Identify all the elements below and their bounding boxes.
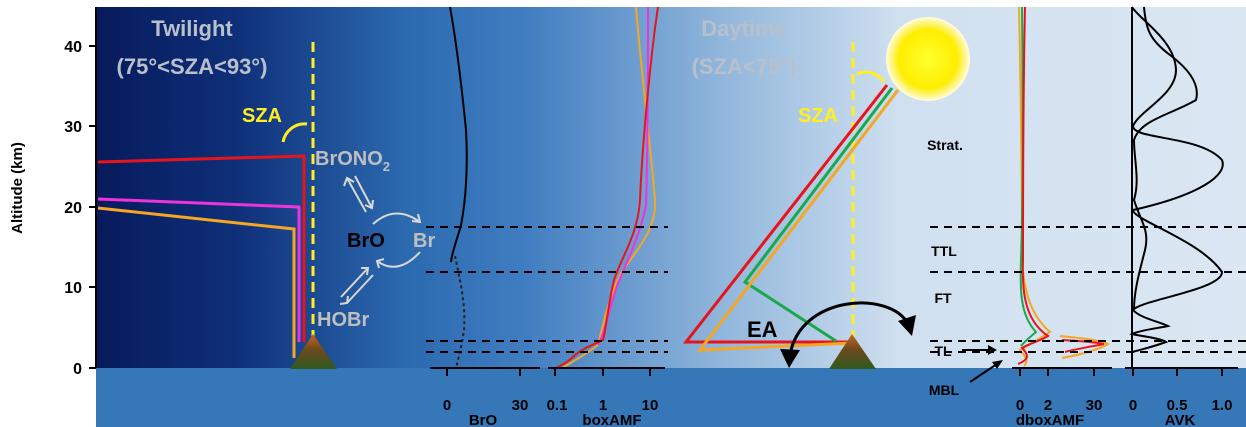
dboxamf-peak-orange [1059, 335, 1111, 359]
dboxamf-tick-label: 0 [1016, 397, 1024, 414]
twilight-instrument-mountain-icon [290, 334, 337, 369]
sea-band [96, 368, 1246, 427]
boxamf-red [555, 6, 659, 369]
boxamf-tick-label: 0.1 [547, 397, 568, 414]
twilight-sza-label: SZA [242, 105, 282, 127]
dboxamf-red [1017, 6, 1050, 365]
twilight-title: Twilight [151, 16, 233, 41]
bro-axis-label: BrO [469, 412, 498, 427]
y-tick-label: 10 [64, 280, 82, 297]
y-tick-label: 20 [64, 200, 82, 217]
chem-brono2: BrONO2 [315, 148, 390, 174]
bro-axis: 0 30 BrO [430, 367, 540, 427]
ea-label: EA [747, 317, 778, 342]
ea-arrowhead-right-icon [898, 315, 916, 336]
chem-hobr: HOBr [317, 309, 369, 331]
y-tick-label: 0 [73, 361, 82, 378]
chem-br: Br [413, 230, 435, 252]
ea-curved-arrow [788, 301, 910, 356]
bro-profile-line [449, 6, 468, 263]
bro-profile-dotted [454, 255, 466, 369]
bro-tick-label: 0 [443, 397, 451, 414]
twilight-ray-magenta [97, 197, 301, 342]
daytime-instrument-mountain-icon [829, 334, 876, 369]
boxamf-tick-label: 1 [599, 397, 607, 414]
daytime-sza-label: SZA [798, 105, 838, 127]
layer-boundaries [426, 226, 1246, 353]
boxamf-orange [561, 6, 657, 369]
y-axis: 0 10 20 30 40 Altitude (km) [9, 7, 97, 378]
layer-label-strat: Strat. [927, 137, 963, 153]
boxamf-tick-label: 10 [642, 397, 659, 414]
y-axis-title: Altitude (km) [9, 142, 26, 234]
avk-profile-2 [1132, 6, 1198, 311]
avk-tick-label: 0.5 [1167, 397, 1188, 414]
y-tick-label: 40 [64, 39, 82, 56]
daytime-ray-green [742, 87, 894, 343]
daytime-title: Daytime [701, 16, 787, 41]
avk-tick-label: 1.0 [1212, 397, 1233, 414]
layer-label-ft: FT [934, 290, 952, 306]
twilight-subtitle: (75°<SZA<93°) [117, 54, 268, 79]
avk-axis: 0 0.5 1.0 AVK [1125, 367, 1238, 427]
twilight-ray-red [97, 154, 306, 342]
dboxamf-axis: 0 2 30 dboxAMF [1012, 367, 1112, 427]
boxamf-axis-label: boxAMF [582, 412, 641, 427]
daytime-ray-red [682, 84, 889, 344]
ea-arrowhead-left-icon [780, 349, 800, 368]
dboxamf-axis-label: dboxAMF [1016, 412, 1084, 427]
daytime-sza-arc [856, 70, 886, 83]
chem-arrows [339, 175, 422, 305]
twilight-sza-arc [281, 122, 308, 143]
avk-axis-label: AVK [1165, 412, 1196, 427]
mbl-arrow-icon [969, 360, 1003, 383]
boxamf-magenta [597, 6, 649, 346]
daytime-ray-orange [696, 89, 900, 352]
layer-label-ttl: TTL [931, 243, 957, 259]
layer-label-tl: TL [934, 343, 952, 359]
sun-icon [886, 17, 970, 101]
layer-label-mbl: MBL [929, 382, 960, 398]
daytime-subtitle: (SZA<75°) [692, 54, 797, 79]
avk-tick-label: 0 [1129, 397, 1137, 414]
y-tick-label: 30 [64, 119, 82, 136]
chem-bro: BrO [347, 230, 385, 252]
sky-background [96, 7, 1246, 368]
boxamf-axis: 0.1 1 10 boxAMF [547, 367, 665, 427]
twilight-ray-orange [97, 206, 296, 358]
dboxamf-tick-label: 2 [1044, 397, 1052, 414]
dboxamf-tick-label: 30 [1086, 397, 1103, 414]
bro-tick-label: 30 [512, 397, 529, 414]
